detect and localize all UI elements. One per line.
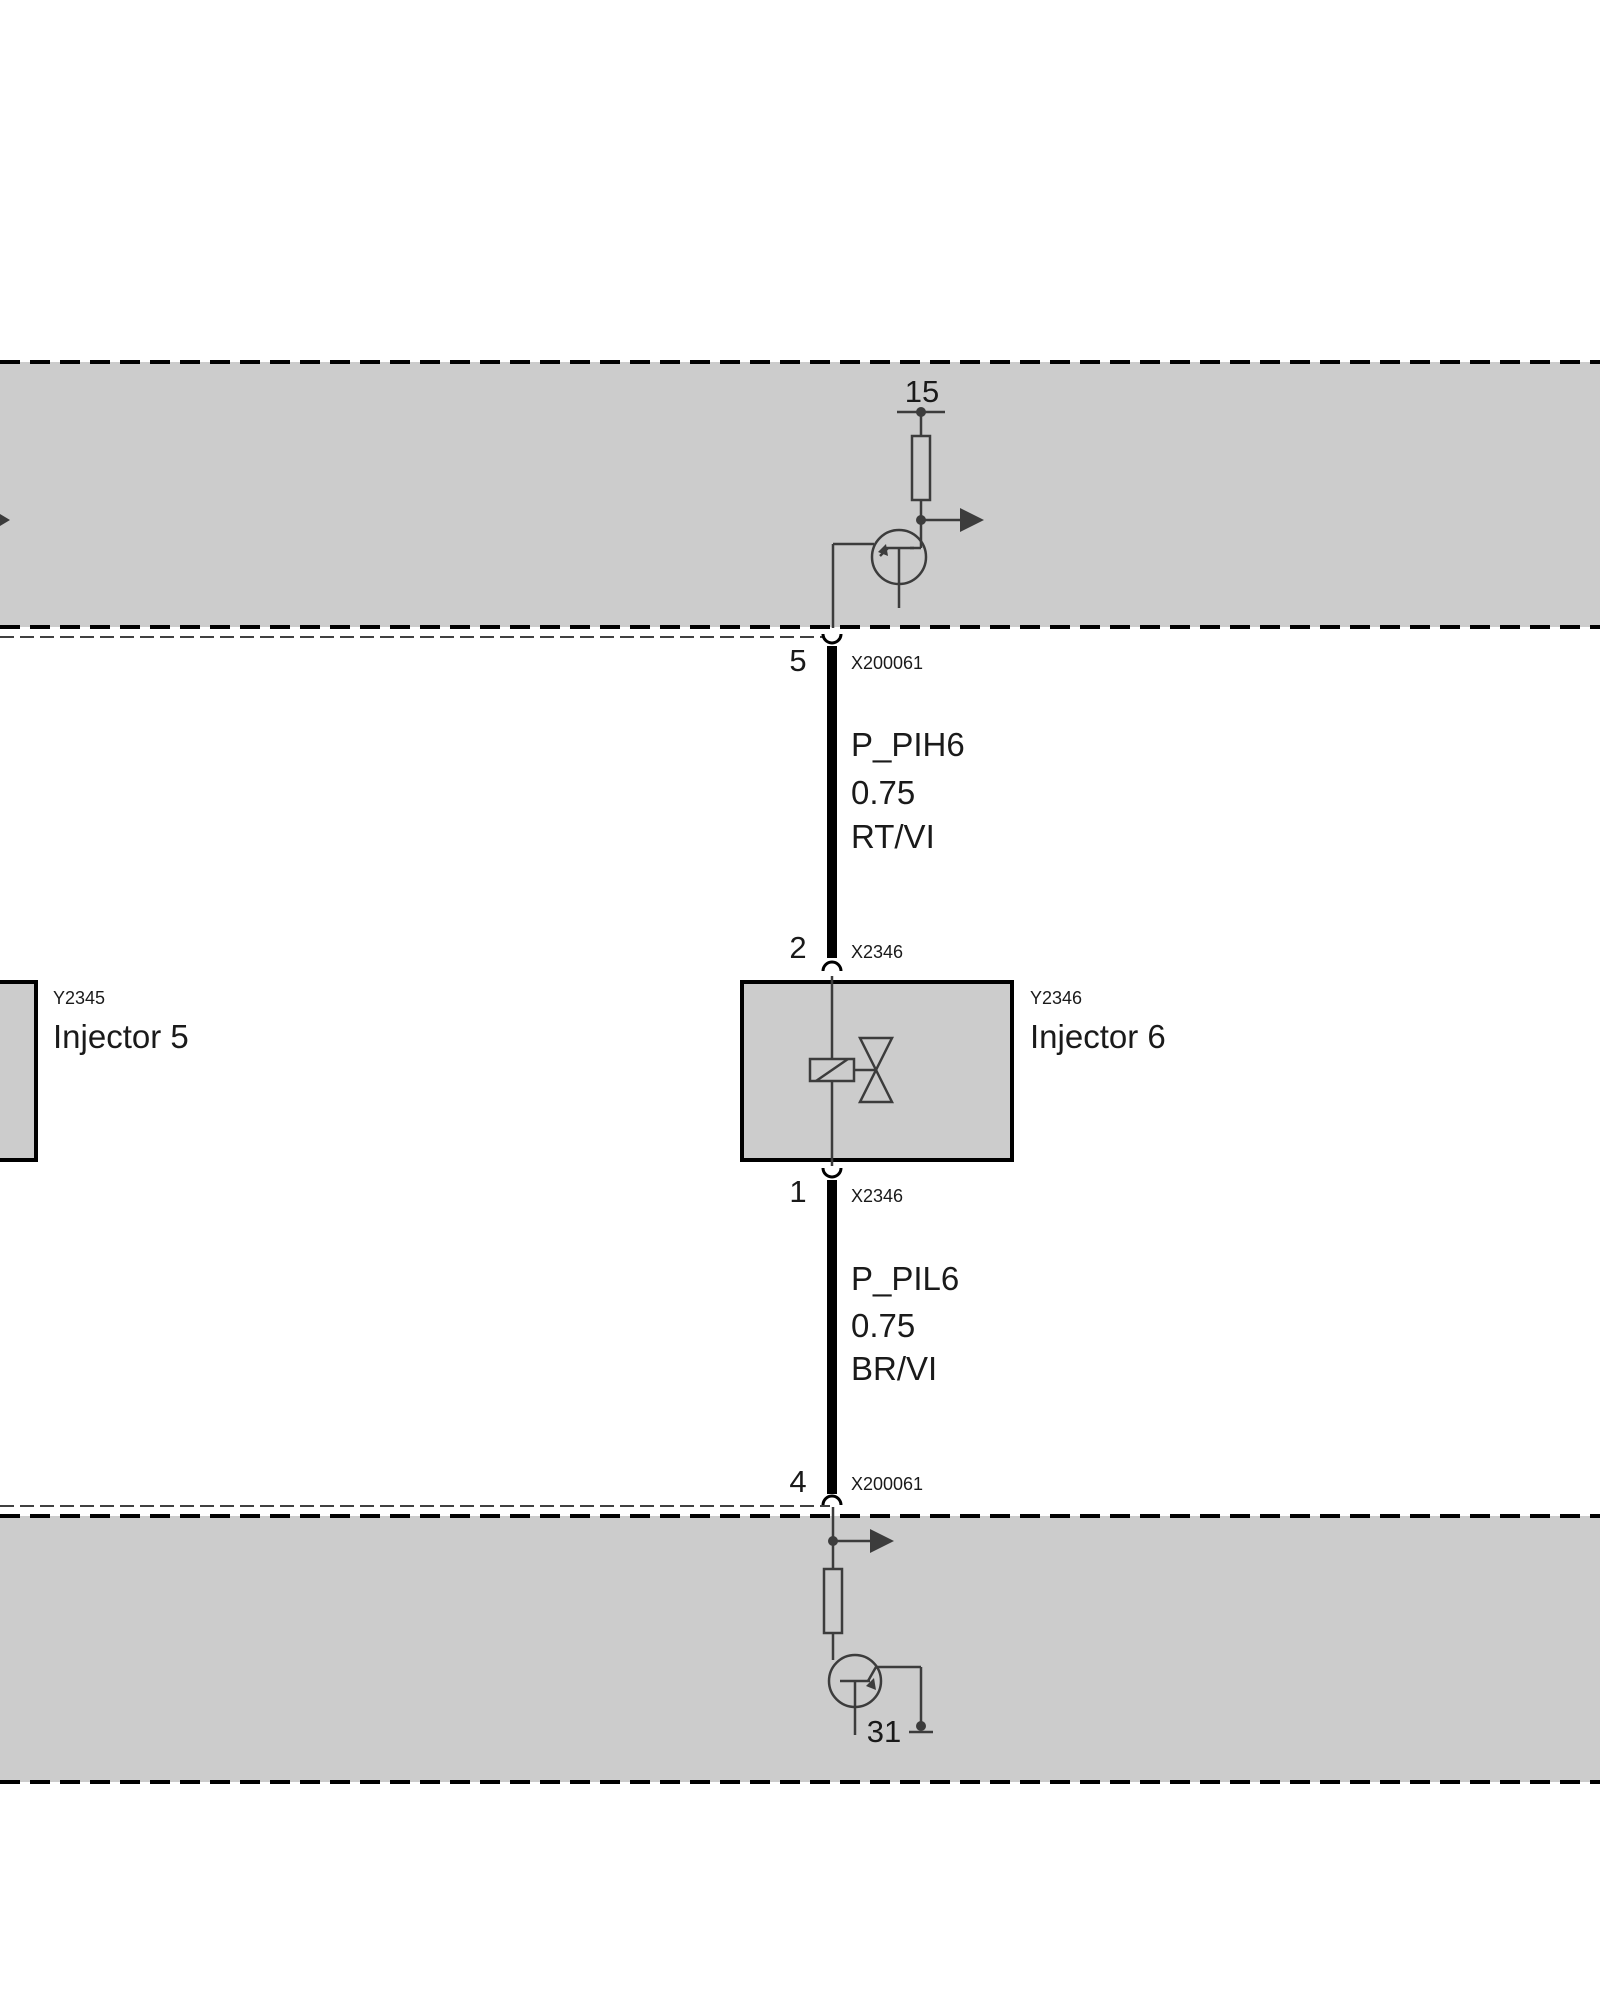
connector-pin-5-icon — [821, 633, 843, 645]
connector-x200061-bottom-label: X200061 — [851, 1474, 923, 1494]
junction-dot — [916, 407, 926, 417]
wire-high-signal-label: P_PIH6 — [851, 726, 965, 763]
pin-5-label: 5 — [789, 643, 806, 678]
wire-high-color-label: RT/VI — [851, 818, 935, 855]
injector-5-component: Y2345 Injector 5 — [0, 980, 189, 1162]
junction-dot — [828, 1536, 838, 1546]
injector-5-box — [0, 980, 38, 1162]
injector-6-code: Y2346 — [1030, 988, 1082, 1008]
wire-low-cross-section-label: 0.75 — [851, 1307, 915, 1344]
pin-2-label: 2 — [789, 930, 806, 965]
wire-low-signal-label: P_PIL6 — [851, 1260, 959, 1297]
ecu-top-module: 15 — [0, 360, 1600, 638]
connector-x2346-top-label: X2346 — [851, 942, 903, 962]
connector-pin-1-icon — [821, 1167, 843, 1179]
connector-x200061-top-label: X200061 — [851, 653, 923, 673]
connector-pin-4-icon — [821, 1494, 843, 1506]
connector-pin-2-icon — [821, 960, 843, 972]
ecu-top-background — [0, 362, 1600, 627]
injector-6-name: Injector 6 — [1030, 1018, 1166, 1055]
output-arrow-icon — [870, 1529, 894, 1553]
emitter-arrow-icon — [866, 1678, 876, 1690]
terminal-31-label: 31 — [867, 1714, 901, 1749]
junction-dot — [916, 1721, 926, 1731]
terminal-15-label: 15 — [905, 374, 939, 409]
injector-5-name: Injector 5 — [53, 1018, 189, 1055]
wire-low-color-label: BR/VI — [851, 1350, 937, 1387]
injector-6-component: Y2346 Injector 6 — [740, 976, 1166, 1166]
low-side-driver-circuit — [822, 1507, 933, 1735]
wire-harness — [821, 633, 843, 1506]
pin-4-label: 4 — [789, 1464, 806, 1499]
connector-x2346-bottom-label: X2346 — [851, 1186, 903, 1206]
solenoid-valve-icon — [808, 976, 895, 1166]
output-arrow-icon — [960, 508, 984, 532]
emitter-arrow-icon — [878, 544, 888, 556]
ecu-bottom-background — [0, 1516, 1600, 1782]
injector-5-code: Y2345 — [53, 988, 105, 1008]
pin-1-label: 1 — [789, 1174, 806, 1209]
wire-high-cross-section-label: 0.75 — [851, 774, 915, 811]
partial-output-arrow-icon — [0, 514, 10, 526]
ecu-bottom-module: 31 — [0, 1505, 1600, 1784]
resistor-icon — [822, 1567, 844, 1635]
junction-dot — [916, 515, 926, 525]
resistor-icon — [910, 434, 932, 502]
